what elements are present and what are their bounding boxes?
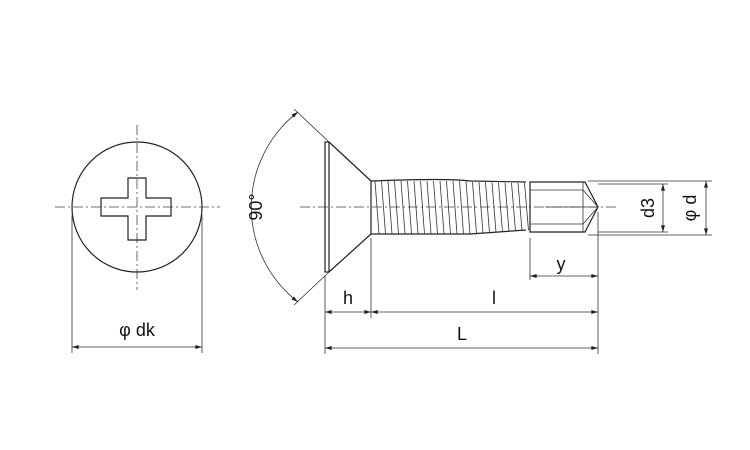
head-top-view: φ dk [55,125,220,353]
head-circle [71,141,203,273]
angle-label: 90° [246,193,266,220]
thread-flank [498,182,503,233]
thread-flank [472,182,477,234]
thread-flank [413,180,419,235]
thread-flank [465,180,471,235]
thread [370,178,529,235]
drill-point [529,181,599,233]
thread-flank [407,180,412,235]
angle-dimension [250,111,299,303]
thread-flank [446,180,451,235]
dk-label: φ dk [119,320,156,340]
thread-flank [387,180,393,235]
thread-flank [400,180,406,235]
thread-flank [381,180,386,235]
thread-flank [517,182,523,231]
thread-flank [426,180,432,235]
thread-flank [524,183,529,231]
thread-flank [433,180,438,235]
thread-flank [394,180,399,235]
thread-flank [452,180,458,235]
thread-flank [485,182,490,233]
thread-flank [439,180,445,235]
l-label: l [492,288,496,308]
phillips-recess-icon [100,177,172,241]
thread-flank [478,182,484,234]
thread-flank [420,180,425,235]
thread-flank [491,182,497,233]
screw-side-view: 90° y h l L d3 φ d [246,108,712,354]
thread-flank [504,182,510,232]
thread-flank [374,180,380,235]
d-label: φ d [680,195,700,222]
h-label: h [343,288,353,308]
L-label: L [457,324,467,344]
thread-flank [511,182,516,232]
thread-flank [459,180,464,235]
d3-label: d3 [638,198,658,218]
y-label: y [557,254,566,274]
